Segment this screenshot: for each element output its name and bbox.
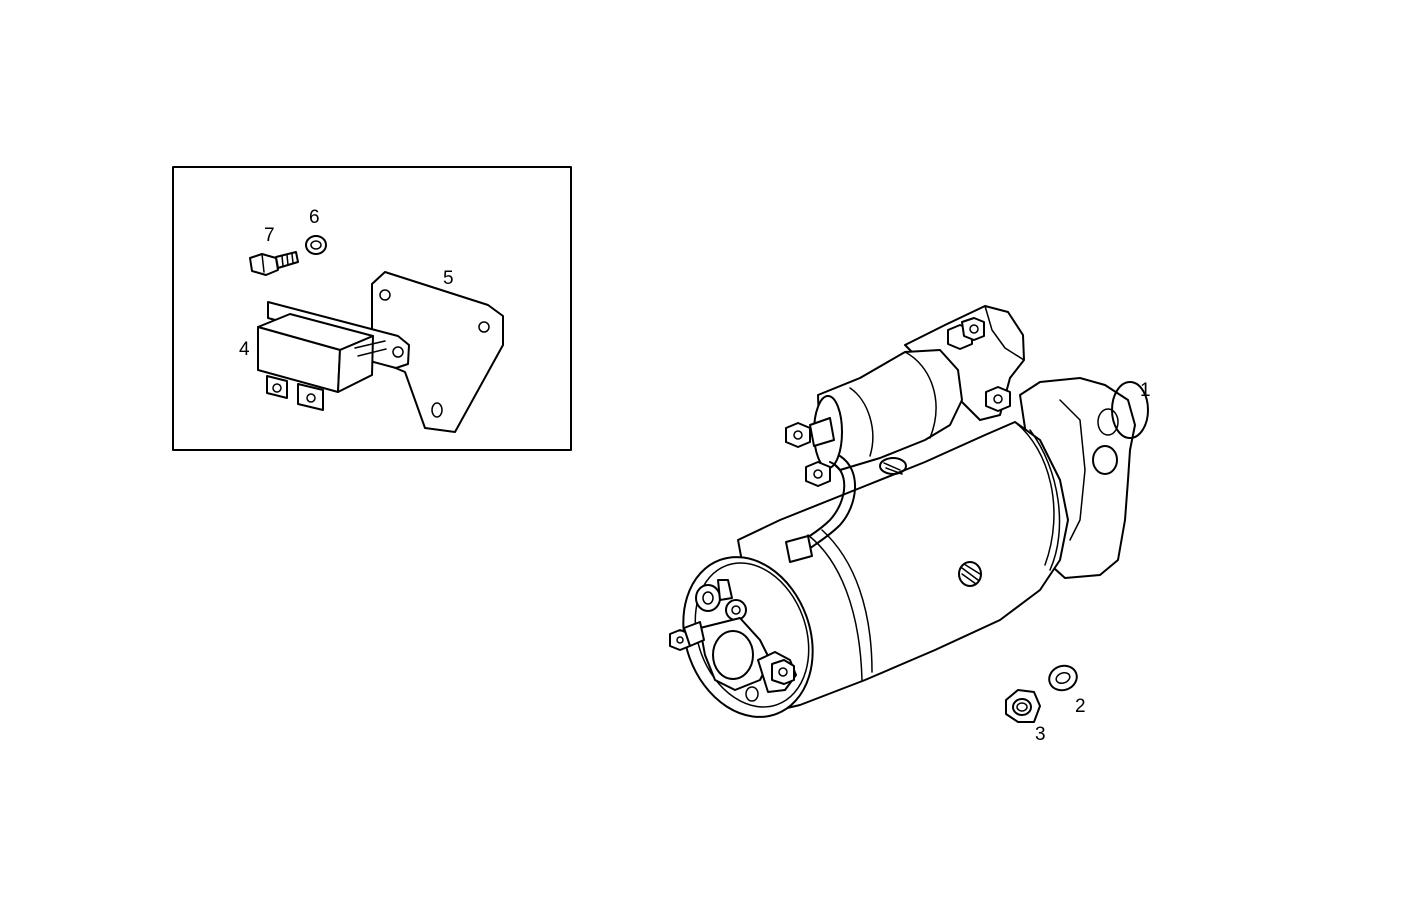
callout-6: 6 (309, 207, 320, 228)
callout-4: 4 (239, 339, 250, 360)
washer[interactable] (305, 235, 327, 255)
callout-7: 7 (264, 225, 275, 246)
bolt[interactable] (249, 251, 299, 276)
relay-inset: 7 6 5 4 (172, 166, 572, 451)
starter-motor[interactable] (662, 305, 1149, 735)
inset-frame (172, 166, 572, 451)
callout-3: 3 (1035, 724, 1046, 745)
callout-2: 2 (1075, 696, 1086, 717)
relay[interactable] (257, 301, 410, 411)
callout-5: 5 (443, 268, 454, 289)
mounting-bracket[interactable] (371, 271, 504, 433)
hex-nut[interactable] (1005, 689, 1041, 723)
callout-1: 1 (1140, 380, 1151, 401)
flat-washer[interactable] (1046, 662, 1081, 694)
